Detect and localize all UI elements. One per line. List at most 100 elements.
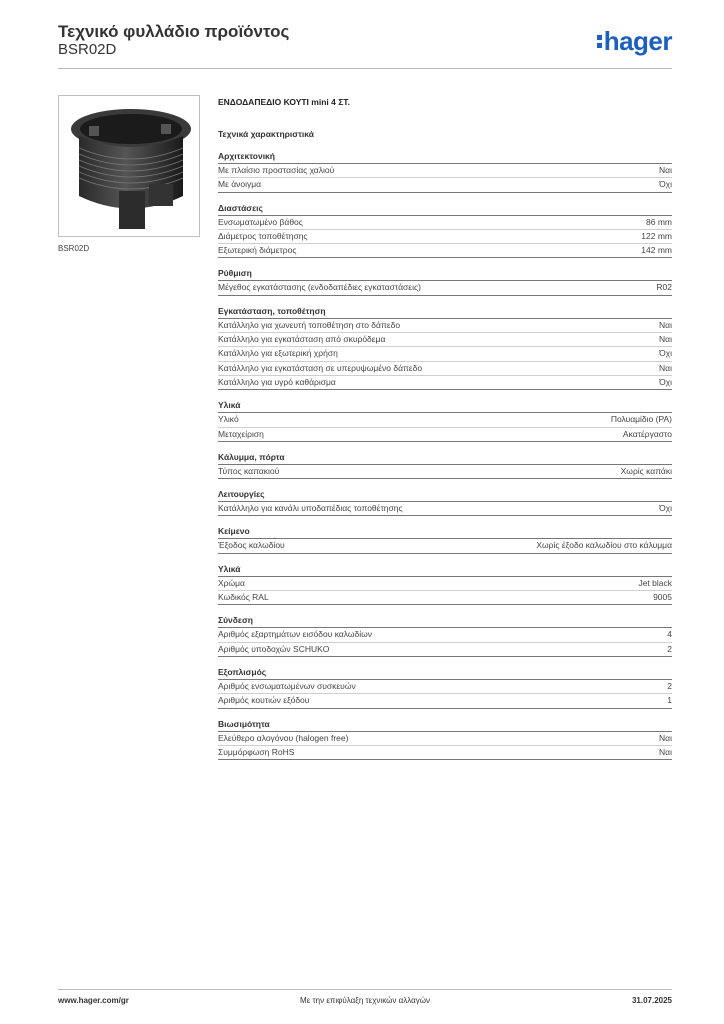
spec-value: Όχι bbox=[659, 503, 672, 514]
spec-row: Χρώμα Jet black bbox=[218, 577, 672, 592]
spec-label: Κατάλληλο για εγκατάσταση σε υπερυψωμένο… bbox=[218, 362, 423, 373]
spec-row: Κατάλληλο για υγρό καθάρισμα Όχι bbox=[218, 376, 672, 391]
spec-label: Αριθμός υποδοχών SCHUKO bbox=[218, 643, 330, 654]
spec-value: Όχι bbox=[659, 179, 672, 190]
spec-label: Μεταχείριση bbox=[218, 428, 264, 439]
spec-label: Κατάλληλο για υγρό καθάρισμα bbox=[218, 376, 336, 387]
spec-value: Ναι bbox=[659, 362, 672, 373]
spec-value: Jet black bbox=[638, 577, 672, 588]
spec-value: R02 bbox=[656, 282, 672, 293]
spec-row: Κατάλληλο για εγκατάσταση από σκυρόδεμα Ν… bbox=[218, 333, 672, 348]
spec-value: 122 mm bbox=[641, 230, 672, 241]
spec-row: Με άνοιγμα Όχι bbox=[218, 178, 672, 193]
spec-row: Ελεύθερο αλογόνου (halogen free) Ναι bbox=[218, 732, 672, 746]
spec-value: 142 mm bbox=[641, 245, 672, 256]
spec-value: Πολυαμίδιο (PA) bbox=[610, 414, 672, 425]
spec-content: ΕΝΔΟΔΑΠΕΔΙΟ ΚΟΥΤΙ mini 4 ΣΤ. Τεχνικά χαρ… bbox=[218, 96, 672, 770]
section-title: Εξοπλισμός bbox=[218, 667, 672, 680]
spec-label: Χρώμα bbox=[218, 577, 245, 588]
spec-label: Κατάλληλο για εξωτερική χρήση bbox=[218, 348, 338, 359]
tech-features-heading: Τεχνικά χαρακτηριστικά bbox=[218, 129, 314, 139]
spec-label: Κατάλληλο για κανάλι υποδαπέδιας τοποθέτ… bbox=[218, 503, 403, 514]
section-title: Υλικά bbox=[218, 564, 672, 577]
logo-text: hager bbox=[603, 26, 673, 56]
spec-row: Ενσωματωμένο βάθος 86 mm bbox=[218, 216, 672, 230]
spec-row: Αριθμός ενσωματωμένων συσκευών 2 bbox=[218, 680, 672, 695]
spec-row: Αριθμός εξαρτημάτων εισόδου καλωδίων 4 bbox=[218, 628, 672, 643]
section-title: Υλικά bbox=[218, 400, 672, 414]
spec-value: 2 bbox=[667, 680, 672, 691]
spec-row: Κατάλληλο για κανάλι υποδαπέδιας τοποθέτ… bbox=[218, 502, 672, 517]
spec-label: Κατάλληλο για χωνευτή τοποθέτηση στο δάπ… bbox=[218, 319, 401, 330]
spec-value: Ναι bbox=[659, 319, 672, 330]
section-title: Σύνδεση bbox=[218, 615, 672, 629]
header-divider bbox=[58, 68, 672, 69]
spec-value: 1 bbox=[667, 695, 672, 706]
section-title: Κείμενο bbox=[218, 526, 672, 540]
section-title: Λειτουργίες bbox=[218, 489, 672, 503]
spec-value: 2 bbox=[667, 643, 672, 654]
spec-label: Συμμόρφωση RoHS bbox=[218, 746, 295, 757]
spec-label: Αριθμός κουτιών εξόδου bbox=[218, 695, 310, 706]
section-title: Διαστάσεις bbox=[218, 203, 672, 216]
spec-row: Μέγεθος εγκατάστασης (ενδοδαπέδιες εγκατ… bbox=[218, 281, 672, 296]
section-title: Ρύθμιση bbox=[218, 268, 672, 282]
website-link[interactable]: www.hager.com/gr bbox=[58, 996, 129, 1005]
page-title: Τεχνικό φυλλάδιο προϊόντος bbox=[58, 22, 290, 41]
spec-value: 86 mm bbox=[646, 216, 672, 227]
section-title: Αρχιτεκτονική bbox=[218, 151, 672, 164]
spec-row: Κατάλληλο για εγκατάσταση σε υπερυψωμένο… bbox=[218, 362, 672, 376]
spec-label: Αριθμός ενσωματωμένων συσκευών bbox=[218, 680, 356, 691]
spec-label: Μέγεθος εγκατάστασης (ενδοδαπέδιες εγκατ… bbox=[218, 282, 421, 293]
spec-value: Ναι bbox=[659, 165, 672, 175]
spec-label: Ενσωματωμένο βάθος bbox=[218, 216, 303, 227]
logo-mark-icon bbox=[596, 34, 602, 48]
document-date: 31.07.2025 bbox=[631, 996, 672, 1005]
product-image bbox=[58, 95, 200, 237]
spec-value: Χωρίς καπάκι bbox=[620, 465, 672, 476]
section-title: Βιωσιμότητα bbox=[218, 719, 672, 732]
footer-divider bbox=[58, 989, 672, 990]
spec-value: 4 bbox=[667, 629, 672, 640]
spec-label: Με άνοιγμα bbox=[218, 179, 262, 190]
spec-label: Τύπος καπακιού bbox=[218, 465, 280, 476]
spec-row: Αριθμός κουτιών εξόδου 1 bbox=[218, 694, 672, 709]
spec-label: Αριθμός εξαρτημάτων εισόδου καλωδίων bbox=[218, 629, 373, 640]
page-header: Τεχνικό φυλλάδιο προϊόντος BSR02D hager bbox=[58, 22, 673, 70]
spec-value: 9005 bbox=[653, 592, 672, 603]
product-code: BSR02D bbox=[58, 41, 117, 58]
spec-value: Όχι bbox=[659, 376, 672, 387]
floor-box-illustration-icon bbox=[71, 109, 191, 229]
spec-row: Διάμετρος τοποθέτησης 122 mm bbox=[218, 230, 672, 245]
spec-row: Μεταχείριση Ακατέργαστο bbox=[218, 428, 672, 442]
spec-value: Χωρίς έξοδο καλωδίου στο κάλυμμα bbox=[536, 540, 672, 551]
hager-logo: hager bbox=[596, 26, 673, 56]
spec-row: Κωδικός RAL 9005 bbox=[218, 591, 672, 606]
spec-value: Ναι bbox=[659, 334, 672, 345]
disclaimer-note: Με την επιφύλαξη τεχνικών αλλαγών bbox=[300, 996, 430, 1005]
spec-row: Κατάλληλο για χωνευτή τοποθέτηση στο δάπ… bbox=[218, 319, 672, 334]
spec-row: Τύπος καπακιού Χωρίς καπάκι bbox=[218, 465, 672, 480]
spec-label: Κατάλληλο για εγκατάσταση από σκυρόδεμα bbox=[218, 334, 386, 345]
spec-label: Ελεύθερο αλογόνου (halogen free) bbox=[218, 732, 349, 743]
section-title: Εγκατάσταση, τοποθέτηση bbox=[218, 306, 672, 319]
spec-label: Διάμετρος τοποθέτησης bbox=[218, 230, 308, 241]
spec-label: Κωδικός RAL bbox=[218, 592, 269, 603]
spec-value: Ακατέργαστο bbox=[622, 428, 672, 439]
spec-value: Ναι bbox=[659, 732, 672, 743]
